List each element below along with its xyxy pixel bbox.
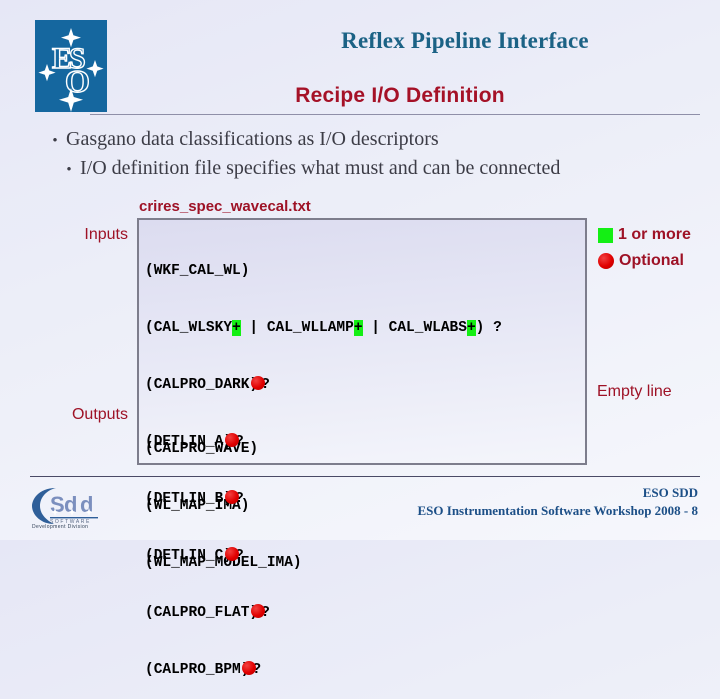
header-divider xyxy=(90,114,700,115)
optional-marker-icon xyxy=(225,490,240,504)
inputs-label: Inputs xyxy=(84,226,128,243)
footer-divider xyxy=(30,476,700,477)
footer-text: ESO SDD ESO Instrumentation Software Wor… xyxy=(418,484,699,520)
one-or-more-marker: + xyxy=(466,320,476,336)
code-line: (DETLIN_A)? xyxy=(145,433,244,450)
legend: 1 or more Optional xyxy=(598,222,691,274)
io-definition-filename: crires_spec_wavecal.txt xyxy=(139,198,311,215)
code-line: (WL_MAP_IMA) xyxy=(145,497,302,516)
bullet-marker-icon: • xyxy=(52,133,58,149)
list-item-label: I/O definition file specifies what must … xyxy=(80,157,561,179)
legend-item-label: 1 or more xyxy=(618,226,691,243)
code-line: (WKF_CAL_WL) xyxy=(145,262,502,281)
svg-text:S: S xyxy=(50,492,65,517)
io-definition-box xyxy=(137,218,587,465)
outputs-code-block: (CALPRO_WAVE) (WL_MAP_IMA) (WL_MAP_MODEL… xyxy=(145,402,302,592)
legend-item-one-or-more: 1 or more xyxy=(598,222,691,248)
footer-org: ESO SDD xyxy=(642,485,698,500)
legend-item-optional: Optional xyxy=(598,248,691,274)
svg-text:SOFTWARE: SOFTWARE xyxy=(50,519,91,525)
sdd-logo: S d d SOFTWARE Development Division xyxy=(30,482,114,530)
svg-text:Development Division: Development Division xyxy=(32,524,88,530)
list-item: • Gasgano data classifications as I/O de… xyxy=(34,128,704,151)
outputs-label: Outputs xyxy=(71,406,128,423)
optional-marker-icon xyxy=(225,547,240,561)
svg-text:d: d xyxy=(64,492,77,517)
svg-text:S: S xyxy=(69,42,86,75)
page-subtitle: Recipe I/O Definition xyxy=(295,84,505,107)
green-square-icon xyxy=(598,227,613,243)
page-title: Reflex Pipeline Interface xyxy=(341,28,589,53)
list-item: • I/O definition file specifies what mus… xyxy=(34,157,704,180)
one-or-more-marker: + xyxy=(353,320,363,336)
bullet-marker-icon: • xyxy=(66,162,72,178)
optional-marker-icon xyxy=(251,604,266,618)
one-or-more-marker: + xyxy=(232,320,241,336)
svg-text:d: d xyxy=(80,492,93,517)
code-line-text: (CALPRO_WAVE) xyxy=(145,441,259,457)
code-line: (CALPRO_WAVE) xyxy=(145,440,302,459)
code-line: (CALPRO_DARK)? xyxy=(145,376,270,393)
code-line-text: (WKF_CAL_WL) xyxy=(145,263,250,279)
red-circle-icon xyxy=(598,253,614,269)
code-line-text: (WL_MAP_MODEL_IMA) xyxy=(145,555,302,571)
eso-logo: E S O xyxy=(35,20,107,112)
code-line: (CALPRO_BPM)? xyxy=(145,661,262,678)
optional-marker-icon xyxy=(251,376,266,390)
svg-text:E: E xyxy=(52,42,72,75)
code-line: (CAL_WLSKY+ | CAL_WLLAMP+ | CAL_WLABS+) … xyxy=(145,320,502,336)
optional-marker-icon xyxy=(225,433,240,447)
code-line: (DETLIN_B)? xyxy=(145,490,244,507)
svg-text:O: O xyxy=(65,63,90,99)
list-item-label: Gasgano data classifications as I/O desc… xyxy=(66,128,439,150)
code-line: (CALPRO_FLAT)? xyxy=(145,604,270,621)
empty-line-note: Empty line xyxy=(597,383,672,400)
legend-item-label: Optional xyxy=(619,252,684,269)
code-line: (WL_MAP_MODEL_IMA) xyxy=(145,554,302,573)
code-line-text: (WL_MAP_IMA) xyxy=(145,498,250,514)
optional-marker-icon xyxy=(242,661,257,675)
bullet-list: • Gasgano data classifications as I/O de… xyxy=(34,128,704,186)
footer-event: ESO Instrumentation Software Workshop 20… xyxy=(417,503,699,518)
